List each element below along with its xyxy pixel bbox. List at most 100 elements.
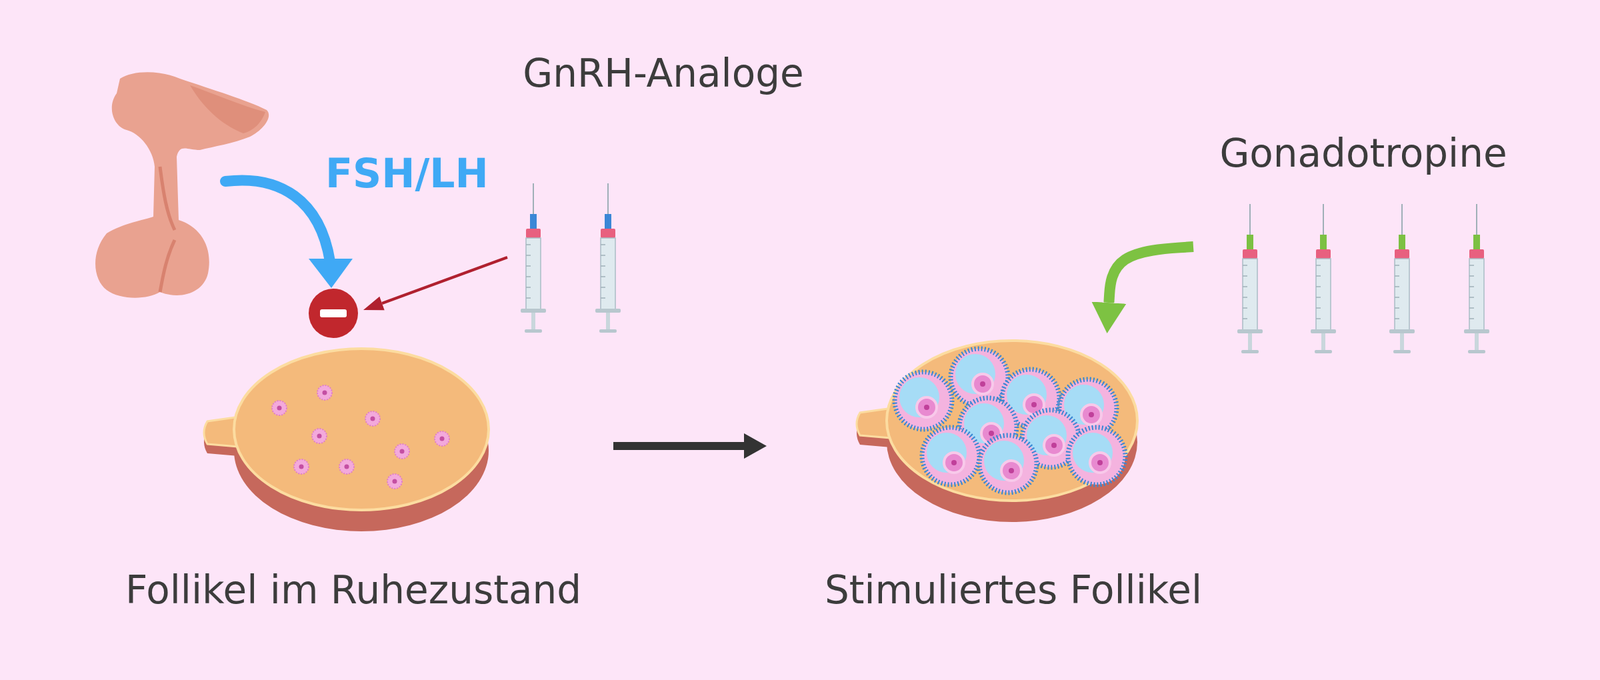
follicle-granulosa [922,427,980,485]
inhibition-arrow-line [382,257,508,304]
follicle-granulosa [894,372,952,430]
syringe-scale [526,286,531,288]
syringe-barrel [1316,258,1331,331]
syringe-scale [526,265,531,267]
ovary [856,340,1138,522]
minus-bar [320,309,347,318]
node-label: Follikel im Ruhezustand [93,566,614,614]
follicle-antrum [1072,432,1113,473]
follicle-nucleus [924,404,930,410]
syringes [520,183,1490,354]
syringe-thumb [1314,350,1332,354]
syringe-scale [1242,318,1248,320]
syringe-group: GnRH-Analoge [490,40,837,340]
syringe-rod [1474,333,1479,351]
follicle-antrum [955,354,996,394]
syringe-band [1394,249,1410,259]
node-label: GnRH-Analoge [490,50,837,97]
syringe-scale [1316,318,1321,320]
syringe-barrel [600,238,616,310]
hormone-arrow-head [308,258,353,288]
inhibition-symbol [308,288,358,338]
syringe-scale [526,276,531,278]
syringe-scale [1242,296,1248,298]
follicle-nucleus [980,381,986,387]
syringe-scale [1394,318,1400,320]
resting-follicle [394,444,410,459]
syringe-hub [530,214,537,230]
follicle-nucleus [988,430,994,436]
syringe-barrel [1469,258,1484,331]
follicle-oocyte [277,406,282,411]
follicle-body [394,444,410,459]
syringe-flange [520,308,546,313]
stimulated-follicle [922,427,980,485]
follicle-body [272,400,287,416]
syringe-scale [600,244,606,246]
syringe-rod [1321,333,1326,351]
resting-follicle [312,428,327,444]
syringe [1464,204,1490,354]
syringe [520,183,546,333]
syringe-scale [1242,286,1248,288]
follicle-oocyte [972,374,993,394]
follicle-oocyte [944,452,964,473]
ovary-node: Stimuliertes Follikel [766,333,1260,627]
syringe-scale [1242,275,1248,277]
syringe-scale [1469,307,1474,309]
follicles [272,385,450,489]
follicle-nucleus [1008,468,1014,474]
inhibition-arrow [363,257,508,310]
syringe-scale [1394,296,1400,298]
syringe-flange [1389,329,1415,334]
syringe-thumb [1241,350,1259,354]
stimulated-follicle [894,372,952,430]
syringe-thumb [1393,350,1411,354]
follicle-body [294,459,309,474]
syringe-scale [526,244,531,246]
hormone-label: FSH/LH [325,150,489,197]
syringe-hub [604,214,612,230]
follicle-body [317,385,332,400]
inhibition-circle [308,288,358,338]
syringe [1389,204,1415,354]
syringe-needle [1476,204,1478,236]
follicle-oocyte [392,479,398,484]
syringe-needle [532,183,534,216]
resting-follicle [434,431,450,446]
syringe-thumb [599,329,617,333]
stimulated-follicle [950,348,1008,406]
syringe-scale [1316,275,1321,277]
follicle-oocyte [400,449,405,454]
follicle-oocyte [916,397,937,418]
syringe-rod [606,312,610,330]
syringe-needle [1249,204,1251,236]
follicles [894,348,1126,493]
ovary [204,348,489,532]
syringe-scale [1469,318,1474,320]
syringe-hub [1473,234,1480,251]
resting-follicle [365,411,380,426]
syringe-hub [1246,234,1254,251]
resting-follicle [294,459,309,474]
follicle-nucleus [1051,442,1057,448]
pituitary-detail [190,85,266,134]
follicle-oocyte [317,434,322,439]
ovary-surface [234,348,489,510]
node-text-group: Follikel im Ruhezustand [93,566,614,614]
follicle-antrum [899,377,940,418]
syringe-barrel [526,238,541,310]
syringe-scale [1394,307,1400,309]
follicle-body [365,411,380,426]
stimulated-follicle [1068,427,1126,485]
follicle-oocyte [1081,404,1102,425]
syringe-band [600,228,616,238]
syringe-scale [1316,296,1321,298]
follicle-oocyte [1024,394,1044,415]
syringe-scale [526,297,531,299]
syringe-scale [1242,264,1248,266]
syringe-band [1316,249,1331,259]
